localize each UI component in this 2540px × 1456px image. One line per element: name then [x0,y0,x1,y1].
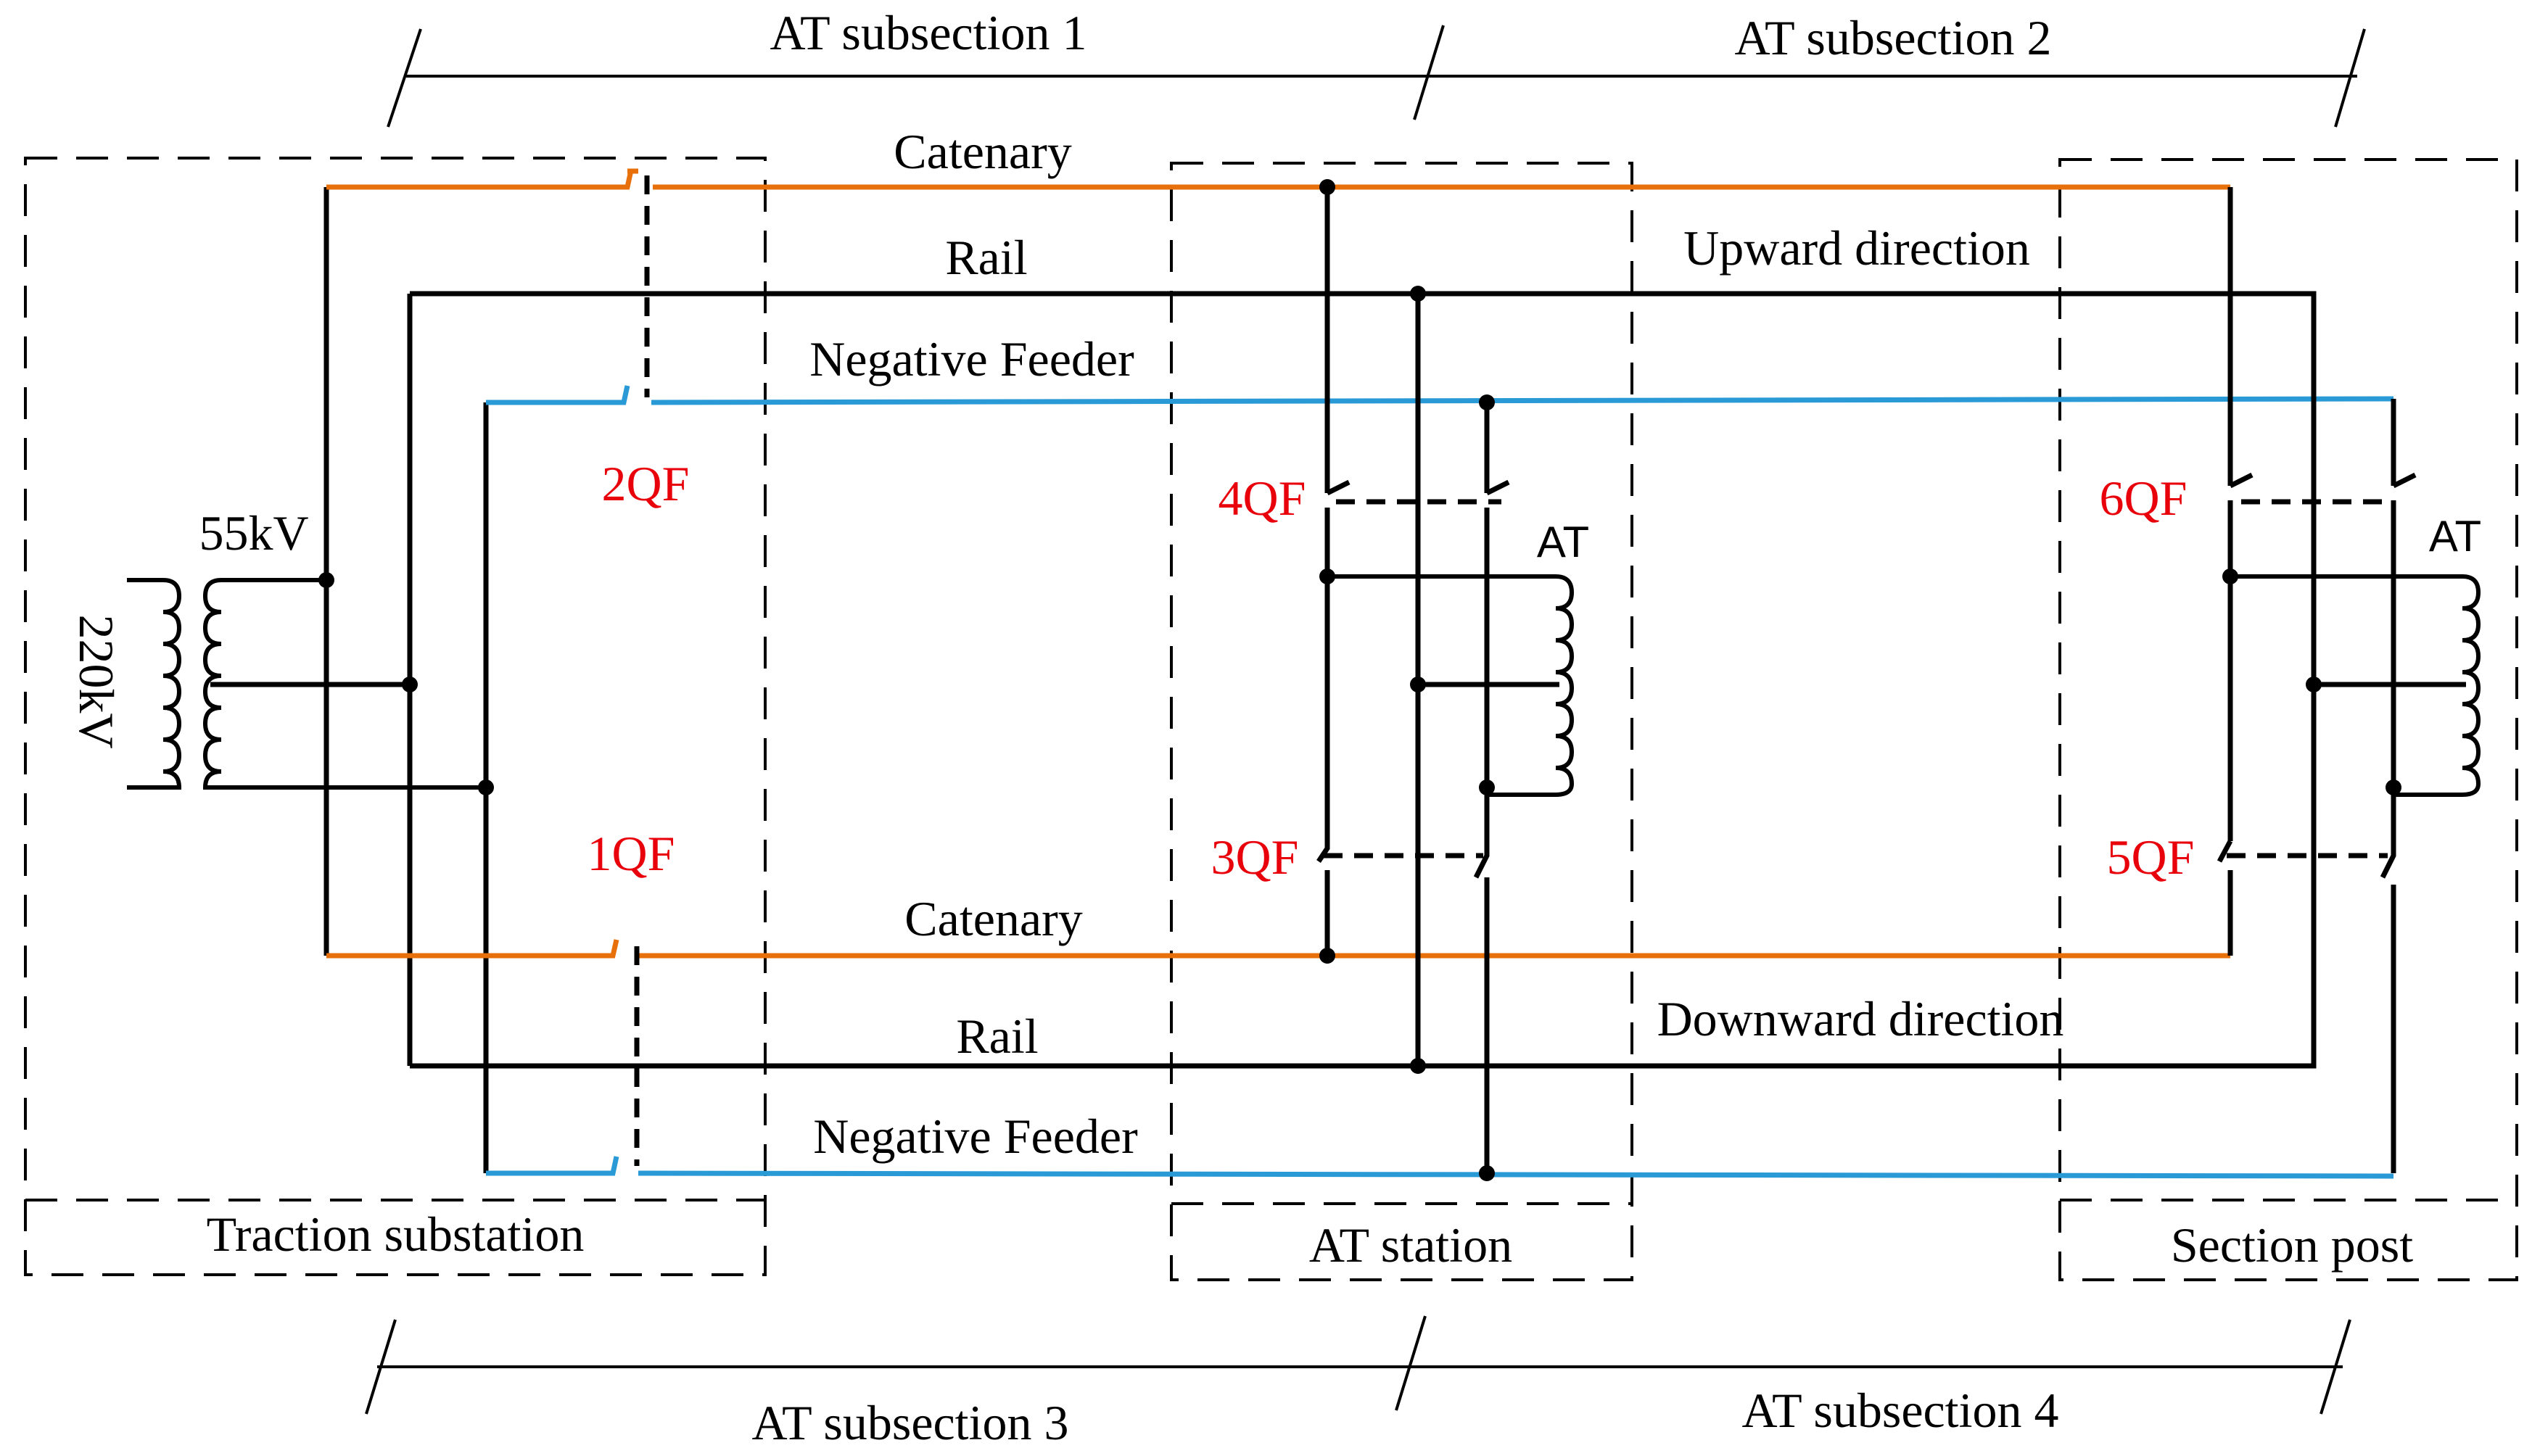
junction-dot [1410,286,1426,302]
breaker-6qf-right [2391,472,2417,761]
junction-dot [1410,1058,1426,1074]
catenary-down-line [326,939,2230,959]
breaker-4qf-label: 4QF [1219,471,1306,526]
junction-dot [2306,677,2322,692]
primary-coil [127,578,182,790]
at2-coil [2230,574,2481,797]
dimension-lines-top [387,25,2366,128]
junction-dot [2222,568,2238,584]
breaker-2qf-label: 2QF [602,456,690,511]
dimension-lines-bottom [365,1315,2351,1415]
at-station-circuit [1316,179,1575,1181]
subsection-2-label: AT subsection 2 [1735,10,2052,65]
at-station-box [1170,162,1633,1281]
traction-substation-box [24,157,767,1276]
junction-dot [318,572,334,588]
rail-loop [410,291,2317,1069]
rail-up-label: Rail [945,230,1027,285]
secondary-voltage-label: 55kV [199,505,308,561]
dim-tick [1413,25,1445,120]
catenary-up-line [326,170,2230,190]
breaker-6qf-left [2227,472,2254,841]
subsection-3-label: AT subsection 3 [752,1395,1069,1450]
breaker-4qf-right [1484,479,1510,769]
catenary-down-label: Catenary [904,891,1082,946]
dim-tick [365,1319,397,1415]
junction-dot [1479,779,1495,795]
negative-feeder-up-label: Negative Feeder [809,331,1134,386]
dim-tick [1395,1315,1427,1411]
dim-tick [387,28,422,128]
catenary-up-label: Catenary [894,124,1071,179]
upward-direction-label: Upward direction [1683,220,2030,276]
secondary-coil [202,578,486,790]
breaker-1qf-label: 1QF [587,826,675,881]
junction-dot [2386,779,2401,795]
breaker-5qf-left [2217,840,2233,956]
breaker-6qf-label: 6QF [2100,471,2188,526]
section-post-label: Section post [2171,1217,2413,1273]
main-transformer [127,578,486,790]
junction-dot [1319,179,1335,195]
negative-feeder-down-label: Negative Feeder [813,1109,1138,1164]
negative-feeder-down-line [486,1156,2394,1179]
subsection-4-label: AT subsection 4 [1742,1383,2059,1438]
dim-tick [2334,28,2366,128]
section-post-circuit [2217,187,2481,1173]
downward-direction-label: Downward direction [1657,991,2064,1046]
at-station-label: AT station [1309,1217,1512,1273]
junction-dot [1479,1165,1495,1181]
at1-label: AT [1537,518,1589,566]
at1-coil [1327,574,1575,797]
breaker-4qf-left [1324,479,1351,758]
section-post-box [2058,158,2518,1281]
primary-voltage-label: 220kV [69,614,124,748]
negative-feeder-up-line [486,385,2394,405]
breaker-3qf-right [1473,769,1490,1173]
breaker-5qf-label: 5QF [2107,830,2195,885]
subsection-1-label: AT subsection 1 [770,5,1087,60]
at2-label: AT [2429,512,2481,561]
junction-dot [478,779,494,795]
traction-substation-label: Traction substation [207,1207,585,1262]
junction-dot [1319,948,1335,964]
dim-tick [2320,1319,2351,1415]
junction-dot [1410,677,1426,692]
junction-dot [1479,394,1495,410]
junction-dot [1319,568,1335,584]
breaker-3qf-label: 3QF [1211,830,1299,885]
rail-down-label: Rail [956,1009,1038,1064]
breaker-5qf-right [2380,761,2396,1173]
breaker-3qf-left [1316,758,1330,956]
junction-dot [402,677,418,692]
